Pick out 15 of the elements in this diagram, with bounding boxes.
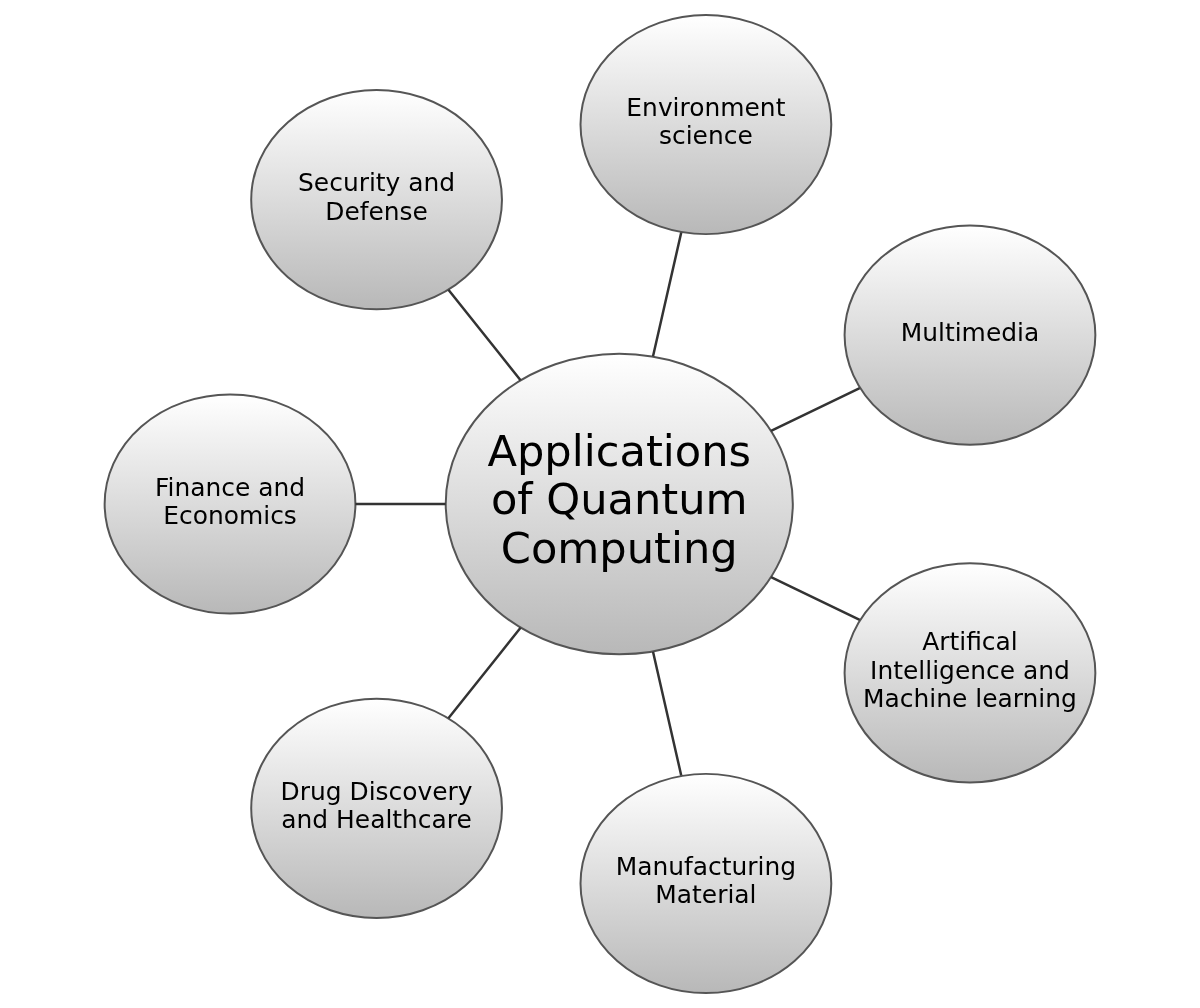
node-ellipse: Manufacturing Material xyxy=(579,772,833,995)
connector xyxy=(770,575,861,621)
node-ellipse: Security and Defense xyxy=(250,89,503,311)
connector xyxy=(651,232,683,357)
connector xyxy=(447,627,522,720)
node-ellipse: Drug Discovery and Healthcare xyxy=(250,697,503,919)
node-ellipse: Applications of Quantum Computing xyxy=(444,352,794,656)
node-ellipse: Environment science xyxy=(579,13,833,236)
connector xyxy=(447,288,522,381)
connector xyxy=(770,387,861,433)
node-ellipse: Artifical Intelligence and Machine learning xyxy=(843,562,1097,784)
connector xyxy=(651,651,683,776)
node-ellipse: Finance and Economics xyxy=(103,393,357,615)
connector xyxy=(355,502,446,506)
node-ellipse: Multimedia xyxy=(843,224,1097,446)
